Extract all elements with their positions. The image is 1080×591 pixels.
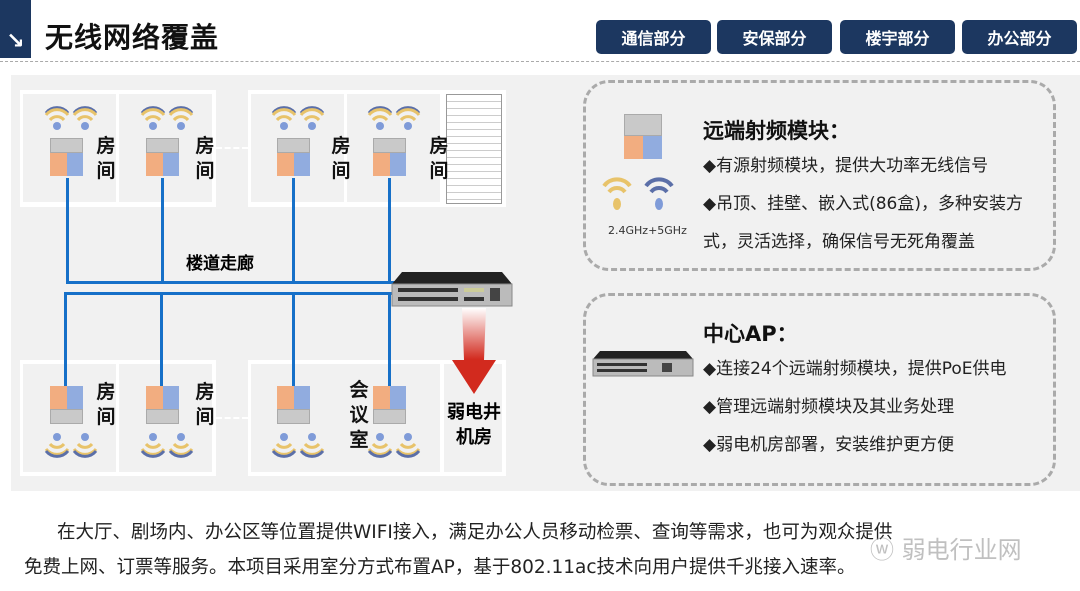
wifi-icon (367, 432, 393, 464)
cable (66, 178, 69, 284)
wechat-icon: ⓦ (870, 536, 902, 564)
wifi-icon (168, 432, 194, 464)
wifi-icon (168, 104, 194, 136)
page-title: 无线网络覆盖 (45, 21, 220, 54)
logo-arrow-icon: ↘ (0, 0, 31, 58)
central-ap-device-icon (592, 351, 694, 377)
room-label: 房间 (331, 135, 351, 182)
wifi-icon (395, 432, 421, 464)
wifi-icon (72, 432, 98, 464)
room-label: 房间 (429, 135, 449, 182)
wifi-icon (140, 104, 166, 136)
wifi-icon (271, 432, 297, 464)
wifi-icon (44, 432, 70, 464)
description-line: 在大厅、剧场内、办公区等位置提供WIFI接入，满足办公人员移动检票、查询等需求，… (57, 522, 893, 543)
wifi-icon (299, 104, 325, 136)
description-line: 免费上网、订票等服务。本项目采用室分方式布置AP，基于802.11ac技术向用户… (24, 557, 856, 578)
bullet: ◆有源射频模块，提供大功率无线信号 (703, 156, 989, 176)
cable-bus (64, 292, 406, 295)
machine-room-label: 弱电井机房 (447, 402, 501, 448)
central-ap-card (583, 293, 1056, 486)
remote-module-icon (50, 138, 83, 176)
downlink-arrow-icon (452, 308, 496, 394)
stairs-drawing (446, 94, 502, 204)
room-label: 房间 (96, 381, 116, 428)
wifi-icon (44, 104, 70, 136)
room-label: 房间 (96, 135, 116, 182)
watermark: ⓦ 弱电行业网 (870, 536, 1022, 564)
cable (388, 292, 391, 386)
room-label: 房间 (195, 135, 215, 182)
wifi-icon (271, 104, 297, 136)
wifi-icon (395, 104, 421, 136)
remote-module-icon (624, 114, 662, 160)
remote-module-icon (146, 138, 179, 176)
corridor-label: 楼道走廊 (186, 254, 254, 274)
wifi-icon (140, 432, 166, 464)
bullet: ◆吊顶、挂壁、嵌入式(86盒)，多种安装方 (703, 194, 1023, 214)
bullet: ◆管理远端射频模块及其业务处理 (703, 397, 955, 417)
header-divider (0, 61, 1080, 62)
cable (292, 292, 295, 386)
remote-module-icon (277, 138, 310, 176)
remote-module-icon (146, 386, 179, 424)
frequency-label: 2.4GHz+5GHz (608, 224, 687, 237)
cable-bus (66, 281, 406, 284)
remote-module-icon (277, 386, 310, 424)
switch-device-icon (391, 272, 513, 307)
cable (292, 178, 295, 284)
wifi-icon (299, 432, 325, 464)
wifi-icon (367, 104, 393, 136)
central-ap-title: 中心AP： (703, 322, 798, 346)
divider (216, 147, 248, 149)
bullet: 式，灵活选择，确保信号无死角覆盖 (703, 232, 975, 252)
tab-communication[interactable]: 通信部分 (596, 20, 711, 54)
tab-office[interactable]: 办公部分 (962, 20, 1077, 54)
remote-module-title: 远端射频模块： (703, 119, 850, 143)
bullet: ◆连接24个远端射频模块，提供PoE供电 (703, 359, 1007, 379)
cable (64, 292, 67, 386)
tab-security[interactable]: 安保部分 (717, 20, 832, 54)
cable (161, 178, 164, 284)
wifi-icon (72, 104, 98, 136)
wifi-icon (602, 177, 674, 210)
bullet: ◆弱电机房部署，安装维护更方便 (703, 435, 955, 455)
room-label: 房间 (195, 381, 215, 428)
meeting-room-label: 会议室 (349, 379, 369, 451)
remote-module-icon (373, 386, 406, 424)
cable (160, 292, 163, 386)
cable (388, 178, 391, 284)
remote-module-icon (373, 138, 406, 176)
remote-module-icon (50, 386, 83, 424)
remote-module-card (583, 80, 1056, 271)
divider (216, 417, 248, 419)
tab-building[interactable]: 楼宇部分 (840, 20, 955, 54)
